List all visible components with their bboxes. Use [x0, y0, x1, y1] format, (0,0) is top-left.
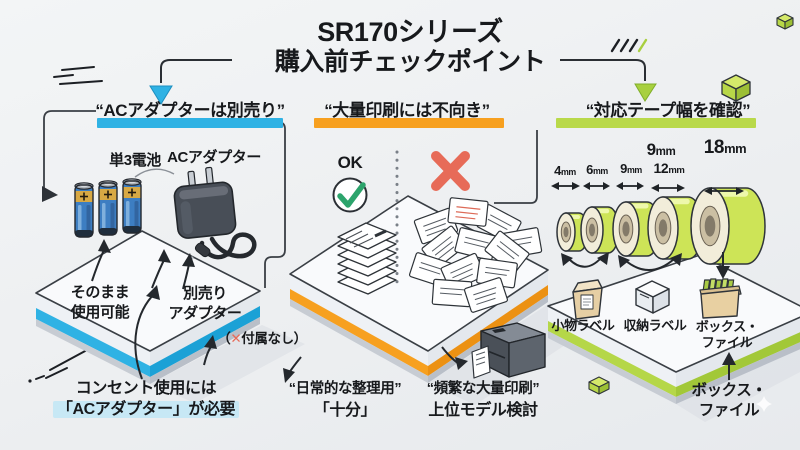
- adapter-panel-arrows: [91, 239, 217, 380]
- page-title-line1: SR170シリーズ: [317, 17, 503, 47]
- header-tape: “対応テープ幅を確認”: [585, 101, 751, 120]
- sparkle-icon: [756, 396, 772, 412]
- width-arrow: [651, 184, 685, 192]
- check-circle-icon: [332, 177, 368, 213]
- use-label-storage: 収納ラベル: [623, 318, 687, 333]
- tape-roll-icon: [580, 206, 620, 254]
- width-arrow: [704, 187, 744, 195]
- red-cross-glyph: ✕: [230, 331, 242, 346]
- cross-icon: [431, 151, 470, 191]
- ac-adapter-icon: [134, 166, 257, 265]
- printer-icon: [471, 322, 546, 379]
- header-underline-printing: [314, 118, 504, 128]
- printing-footer-ok-line1: “日常的な整理用”: [288, 381, 402, 397]
- tape-size-9: 9mm: [620, 161, 642, 176]
- file-box-icon: [699, 278, 742, 319]
- connector-a: [264, 121, 286, 288]
- connector-left-bracket: [43, 110, 96, 190]
- platform-adapter: [35, 230, 261, 384]
- label-pile-icon: [408, 197, 543, 313]
- use-label-box: ボックス・ ファイル: [695, 319, 759, 350]
- battery-icon: [122, 178, 142, 234]
- tape-size-9-top: 9mm: [646, 140, 676, 159]
- speedlines-topleft-icon: [53, 66, 103, 85]
- connector-b: [494, 130, 538, 204]
- pouch-icon: [572, 279, 603, 320]
- speedlines-bottomleft-icon: [28, 349, 88, 383]
- tape-use-arrows: [561, 252, 730, 279]
- adapter-footer-line1: コンセント使用には: [75, 380, 217, 397]
- battery-note: そのまま 使用可能: [70, 284, 130, 321]
- tape-roll-icon: [690, 187, 766, 265]
- tape-size-18: 18mm: [703, 137, 747, 158]
- battery-icons: [74, 178, 142, 238]
- cube-corner-icon: [776, 13, 794, 30]
- cube-topright-icon: [721, 74, 751, 102]
- printing-panel-arrows: [283, 346, 468, 383]
- callout-up-arrow: [722, 352, 736, 380]
- printing-footer-ng-line2: 上位モデル検討: [428, 402, 538, 419]
- box-file-callout: ボックス・ ファイル: [691, 382, 767, 419]
- header-printing: “大量印刷には不向き”: [324, 101, 490, 120]
- connector-left-arrowhead: [42, 186, 58, 202]
- speedlines-topright-icon: [610, 38, 648, 53]
- adapter-note: 別売り アダプター: [168, 285, 242, 322]
- battery-label: 単3電池: [109, 152, 161, 169]
- width-arrow: [551, 182, 580, 190]
- adapter-footer-line2: 「ACアダプター」が必要: [30, 400, 262, 420]
- storage-box-icon: [635, 280, 670, 314]
- tape-roll-icons: [556, 187, 766, 265]
- printing-footer-ng-line1: “頻繁な大量印刷”: [426, 381, 540, 397]
- printing-footer-ok-line2: 「十分」: [313, 402, 377, 419]
- header-underline-adapter: [97, 118, 283, 128]
- not-included-note: （✕付属なし）: [217, 331, 307, 346]
- title-connector-right: [560, 59, 657, 102]
- width-arrow: [616, 182, 644, 190]
- tape-size-6: 6mm: [586, 162, 608, 177]
- header-adapter: “ACアダプターは別売り”: [95, 101, 285, 120]
- use-label-small: 小物ラベル: [551, 318, 615, 333]
- battery-icon: [74, 182, 94, 238]
- label-stack-icon: [337, 222, 397, 295]
- adapter-label: ACアダプター: [167, 149, 261, 166]
- battery-icon: [98, 180, 118, 236]
- ok-label: OK: [337, 153, 363, 172]
- header-underline-tape: [556, 118, 756, 128]
- tape-width-arrows: [551, 182, 744, 195]
- width-arrow: [583, 182, 610, 190]
- cube-bottom-icon: [588, 376, 610, 395]
- page-title-line2: 購入前チェックポイント: [274, 48, 546, 76]
- tape-size-4: 4mm: [554, 163, 576, 178]
- platform-tape: [547, 254, 800, 404]
- tape-size-12: 12mm: [653, 160, 685, 176]
- title-connector-left: [149, 59, 232, 105]
